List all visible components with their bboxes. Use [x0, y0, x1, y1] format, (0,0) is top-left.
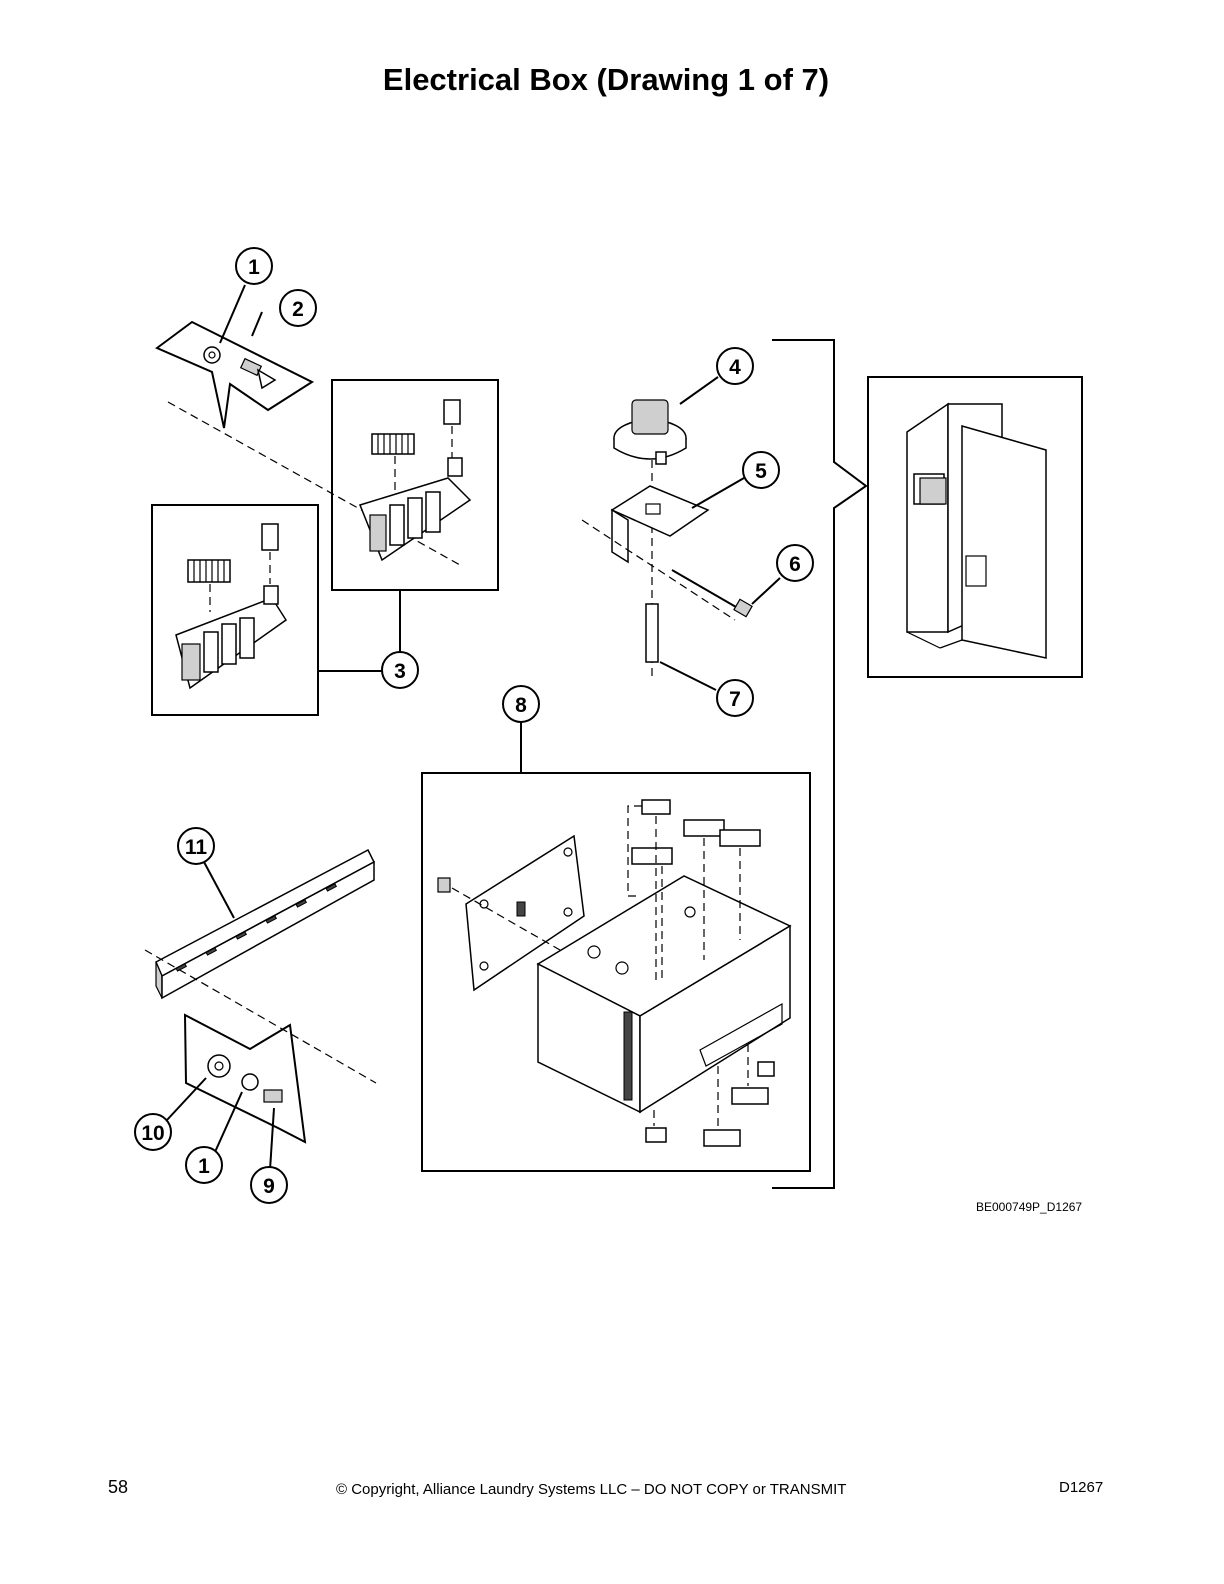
svg-text:5: 5	[755, 460, 767, 483]
callout-2: 2	[279, 289, 317, 327]
svg-text:7: 7	[729, 688, 741, 711]
callout-6: 6	[776, 544, 814, 582]
pressure-switch-assembly	[581, 376, 781, 691]
svg-text:4: 4	[729, 356, 741, 379]
callout-10: 10	[134, 1113, 172, 1151]
svg-text:8: 8	[515, 694, 527, 717]
footer-page-number: 58	[108, 1477, 129, 1497]
callout-8: 8	[502, 685, 540, 723]
callout-9: 9	[250, 1166, 288, 1204]
svg-text:6: 6	[789, 553, 801, 576]
callout-7: 7	[716, 679, 754, 717]
svg-text:11: 11	[185, 836, 208, 859]
controller-box-detail	[421, 772, 811, 1172]
relay-board-box-lower	[151, 504, 319, 716]
callout-1-top: 1	[235, 247, 273, 285]
svg-text:9: 9	[263, 1175, 275, 1198]
svg-text:10: 10	[141, 1122, 164, 1145]
drawing-id: BE000749P_D1267	[976, 1200, 1083, 1214]
svg-text:3: 3	[394, 660, 406, 683]
svg-text:2: 2	[292, 298, 304, 321]
callout-11: 11	[177, 827, 215, 865]
callout-1-bottom: 1	[185, 1146, 223, 1184]
footer-copyright: © Copyright, Alliance Laundry Systems LL…	[336, 1481, 847, 1498]
cabinet-location-view	[867, 376, 1083, 678]
svg-text:1: 1	[198, 1155, 210, 1178]
footer-doc-code: D1267	[1059, 1479, 1104, 1496]
callout-5: 5	[742, 451, 780, 489]
svg-text:1: 1	[248, 256, 260, 279]
callout-4: 4	[716, 347, 754, 385]
din-rail-assembly	[144, 848, 377, 1171]
relay-board-box-upper	[331, 379, 499, 591]
callout-3: 3	[381, 651, 419, 689]
page-title: Electrical Box (Drawing 1 of 7)	[382, 62, 830, 97]
